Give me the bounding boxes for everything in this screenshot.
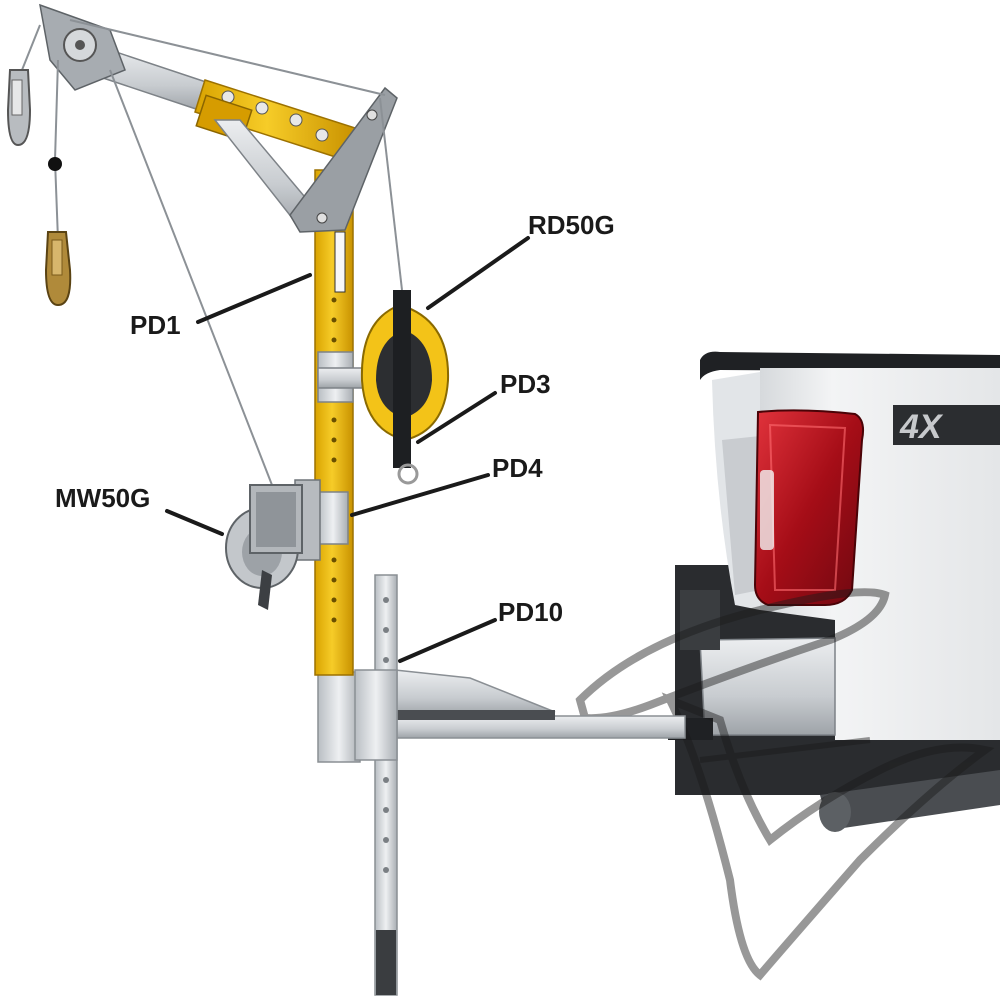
lifeline-left [53, 59, 59, 241]
label-pd3: PD3 [500, 369, 551, 399]
snap-hook-lower [44, 231, 72, 307]
winch-device [225, 484, 303, 610]
pd4-plate [317, 491, 349, 545]
exhaust-tip [819, 792, 851, 832]
tailgate-trim [722, 436, 760, 595]
leader-pd4 [350, 473, 490, 517]
snap-hook-upper [6, 69, 32, 147]
label-pd10: PD10 [498, 597, 563, 627]
srl-back-bar [393, 290, 411, 468]
cable-stop-ball [48, 157, 62, 171]
pulley-hub [75, 40, 85, 50]
tail-light [753, 409, 865, 606]
mast-socket [317, 671, 361, 763]
winch-handle [258, 570, 272, 610]
boom-bolts [221, 90, 329, 142]
leader-mw50g [165, 509, 224, 536]
leader-pd10 [398, 618, 497, 663]
rear-bumper [699, 637, 836, 736]
davit-boom [39, 3, 398, 233]
leader-pd1 [196, 273, 312, 324]
davit-mast [314, 169, 354, 676]
winch-gearbox [256, 492, 296, 547]
label-pd4: PD4 [492, 453, 543, 483]
tail-light-reverse [760, 470, 774, 550]
head-bolt-2 [316, 212, 328, 224]
label-mw50g: MW50G [55, 483, 150, 513]
srl-cable [379, 97, 403, 291]
gusset-plate [394, 669, 556, 717]
label-rd50g: RD50G [528, 210, 615, 240]
truck-badge: 4X [893, 405, 1000, 446]
exhaust-pipe [820, 770, 1000, 830]
callout-leaders [165, 236, 530, 663]
watermark-logo [575, 588, 995, 981]
head-bolt-1 [366, 109, 378, 121]
srl-device [360, 290, 450, 485]
bumper-step [680, 590, 720, 650]
top-cable [69, 19, 386, 96]
lanyard-left [21, 24, 41, 71]
pickup-truck: 4X [668, 351, 1000, 832]
leader-pd3 [416, 391, 497, 444]
mast-head-plate [289, 86, 398, 233]
gusset-top-bar [395, 710, 555, 720]
leader-rd50g [426, 236, 530, 310]
winch-cable [109, 69, 273, 486]
socket-clamp [354, 669, 398, 761]
hitch-mount-base [317, 574, 686, 996]
truck-badge-text: 4X [899, 408, 944, 446]
srl-eye [397, 463, 419, 485]
outrigger-foot [376, 930, 396, 995]
outrigger-holes [383, 597, 389, 873]
mast-label-sticker [334, 231, 346, 293]
label-pd1: PD1 [130, 310, 181, 340]
tailgate-cap [700, 351, 1000, 380]
callout-labels: RD50G PD1 PD3 PD4 MW50G PD10 [55, 210, 615, 627]
